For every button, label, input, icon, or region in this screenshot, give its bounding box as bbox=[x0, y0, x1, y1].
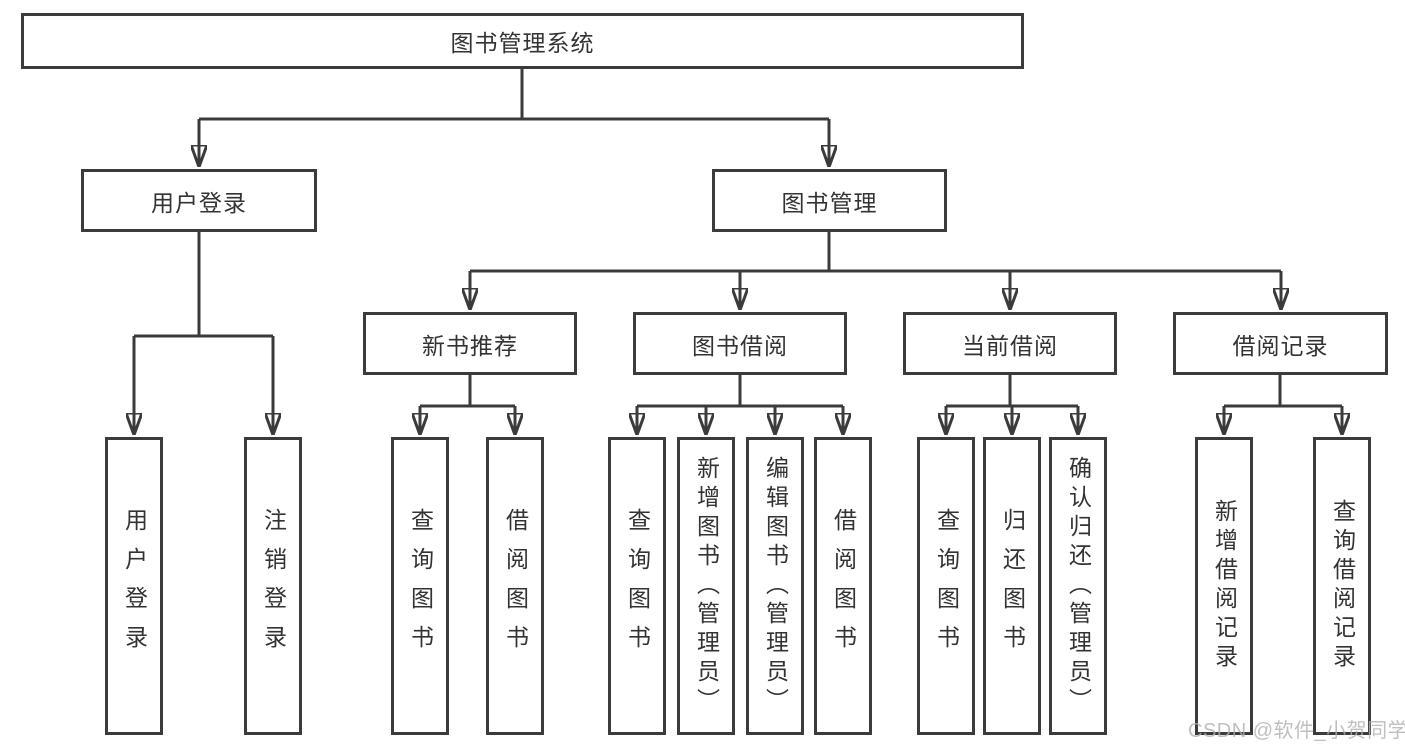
leaf-bb-add-books: 新增图书（管理员） bbox=[677, 437, 735, 735]
node-current-borrow: 当前借阅 bbox=[903, 312, 1117, 375]
leaf-cb-return-books: 归还图书 bbox=[983, 437, 1041, 735]
leaf-br-add-record-label: 新增借阅记录 bbox=[1211, 499, 1238, 673]
connector-book-mgmt-trunk bbox=[470, 232, 1281, 273]
leaf-cb-return-books-label: 归还图书 bbox=[999, 508, 1026, 664]
connector-cb-trunk bbox=[946, 375, 1078, 408]
connector-nb-trunk bbox=[420, 375, 515, 408]
leaf-nb-borrow-books-label: 借阅图书 bbox=[502, 508, 529, 664]
leaf-nb-borrow-books: 借阅图书 bbox=[486, 437, 544, 735]
node-root: 图书管理系统 bbox=[21, 13, 1024, 69]
connector-bb-trunk bbox=[637, 375, 843, 408]
leaf-bb-borrow-books-label: 借阅图书 bbox=[830, 508, 857, 664]
leaf-br-query-record-label: 查询借阅记录 bbox=[1329, 499, 1356, 673]
node-user-login: 用户登录 bbox=[81, 169, 317, 232]
leaf-nb-query-books: 查询图书 bbox=[391, 437, 449, 735]
leaf-bb-query-books: 查询图书 bbox=[608, 437, 666, 735]
leaf-bb-edit-books: 编辑图书（管理员） bbox=[746, 437, 804, 735]
leaf-cb-confirm-return: 确认归还（管理员） bbox=[1049, 437, 1107, 735]
leaf-bb-borrow-books: 借阅图书 bbox=[814, 437, 872, 735]
leaf-bb-edit-books-label: 编辑图书（管理员） bbox=[762, 455, 789, 717]
leaf-logout-label: 注销登录 bbox=[260, 508, 287, 664]
connector-user-login-trunk bbox=[134, 232, 273, 338]
leaf-br-query-record: 查询借阅记录 bbox=[1313, 437, 1371, 735]
connector-br-trunk bbox=[1224, 375, 1342, 408]
leaf-bb-add-books-label: 新增图书（管理员） bbox=[693, 455, 720, 717]
node-borrow-record: 借阅记录 bbox=[1173, 312, 1388, 375]
leaf-user-login-label: 用户登录 bbox=[121, 508, 148, 664]
connector-root-trunk bbox=[199, 69, 829, 121]
leaf-nb-query-books-label: 查询图书 bbox=[407, 508, 434, 664]
node-book-management: 图书管理 bbox=[712, 169, 947, 232]
leaf-cb-query-books: 查询图书 bbox=[917, 437, 975, 735]
node-book-borrow: 图书借阅 bbox=[633, 312, 847, 375]
leaf-logout: 注销登录 bbox=[244, 437, 302, 735]
leaf-bb-query-books-label: 查询图书 bbox=[624, 508, 651, 664]
leaf-cb-query-books-label: 查询图书 bbox=[933, 508, 960, 664]
leaf-br-add-record: 新增借阅记录 bbox=[1195, 437, 1253, 735]
csdn-watermark: CSDN @软件_小贺同学 bbox=[1188, 720, 1405, 742]
node-new-book-recommend: 新书推荐 bbox=[363, 312, 577, 375]
leaf-cb-confirm-return-label: 确认归还（管理员） bbox=[1065, 455, 1092, 717]
leaf-user-login: 用户登录 bbox=[105, 437, 163, 735]
